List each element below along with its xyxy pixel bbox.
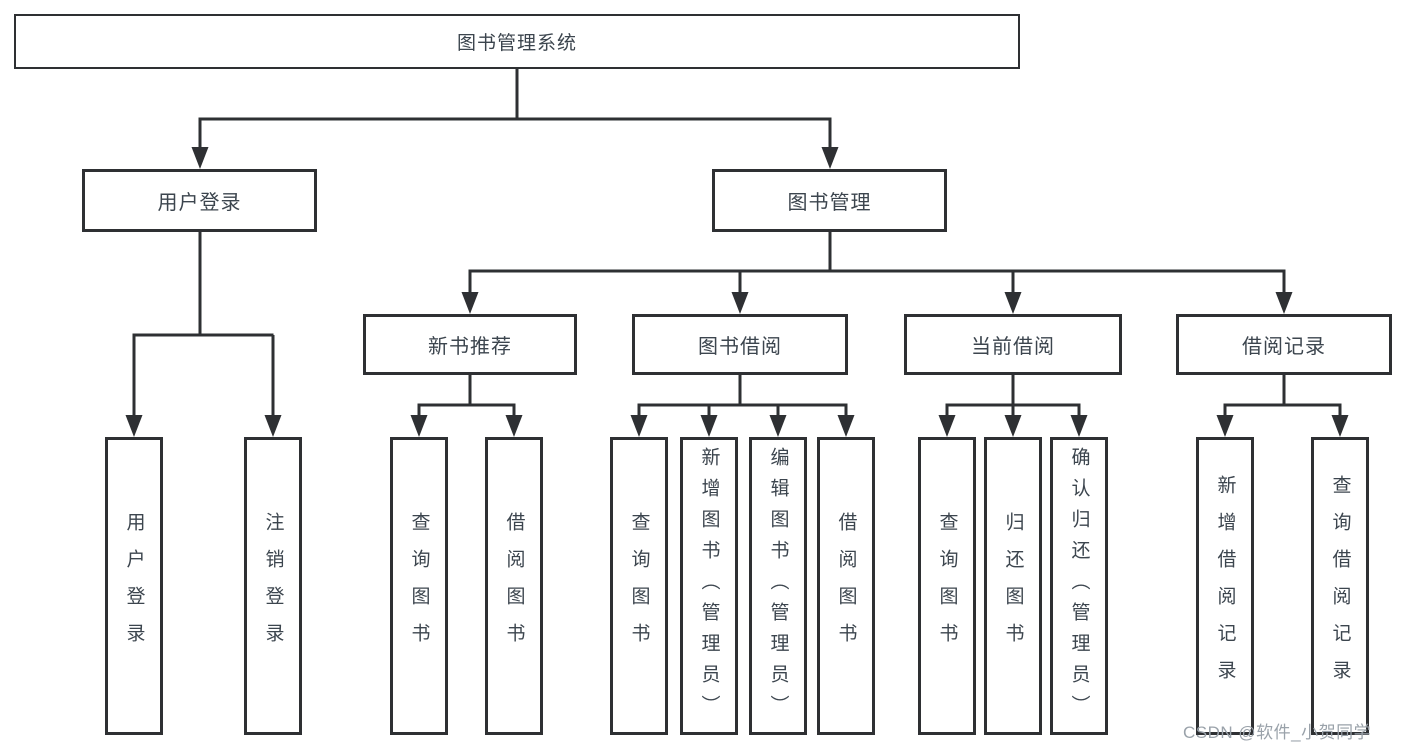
node-book-management: 图书管理	[712, 169, 947, 232]
leaf-query-books-borrowing: 查询图书	[610, 437, 668, 735]
node-label: 借阅图书	[503, 512, 525, 660]
leaf-edit-book-admin: 编辑图书（管理员）	[749, 437, 807, 735]
leaf-return-books: 归还图书	[984, 437, 1042, 735]
node-label: 新增图书（管理员）	[698, 446, 720, 726]
node-label: 借阅记录	[1242, 336, 1326, 358]
leaf-add-book-admin: 新增图书（管理员）	[680, 437, 738, 735]
node-label: 图书管理	[787, 192, 872, 214]
node-library-management-system: 图书管理系统	[14, 14, 1020, 69]
node-label: 查询图书	[936, 512, 958, 660]
node-label: 用户登录	[157, 192, 242, 214]
node-label: 图书管理系统	[456, 33, 577, 54]
node-label: 查询借阅记录	[1329, 475, 1351, 697]
node-label: 归还图书	[1002, 512, 1024, 660]
node-label: 图书借阅	[698, 336, 782, 358]
arrowhead-icons	[125, 147, 1349, 437]
node-label: 用户登录	[123, 512, 145, 660]
node-new-book-recommendation: 新书推荐	[363, 314, 577, 375]
node-label: 新书推荐	[428, 336, 512, 358]
node-current-borrowing: 当前借阅	[904, 314, 1122, 375]
leaf-user-login: 用户登录	[105, 437, 163, 735]
leaf-query-books-recommendation: 查询图书	[390, 437, 448, 735]
leaf-query-borrow-record: 查询借阅记录	[1311, 437, 1369, 735]
node-label: 编辑图书（管理员）	[767, 446, 789, 726]
node-label: 借阅图书	[835, 512, 857, 660]
node-label: 查询图书	[628, 512, 650, 660]
csdn-watermark: CSDN @软件_小贺同学	[1183, 723, 1372, 742]
leaf-add-borrow-record: 新增借阅记录	[1196, 437, 1254, 735]
node-label: 新增借阅记录	[1214, 475, 1236, 697]
leaf-borrow-books-recommendation: 借阅图书	[485, 437, 543, 735]
leaf-confirm-return-admin: 确认归还（管理员）	[1050, 437, 1108, 735]
node-user-login: 用户登录	[82, 169, 317, 232]
leaf-query-books-current: 查询图书	[918, 437, 976, 735]
node-borrowing-records: 借阅记录	[1176, 314, 1392, 375]
leaf-logout: 注销登录	[244, 437, 302, 735]
node-label: 确认归还（管理员）	[1068, 446, 1090, 726]
node-label: 当前借阅	[971, 336, 1055, 358]
node-book-borrowing: 图书借阅	[632, 314, 848, 375]
node-label: 查询图书	[408, 512, 430, 660]
node-label: 注销登录	[262, 512, 284, 660]
leaf-borrow-books-borrowing: 借阅图书	[817, 437, 875, 735]
